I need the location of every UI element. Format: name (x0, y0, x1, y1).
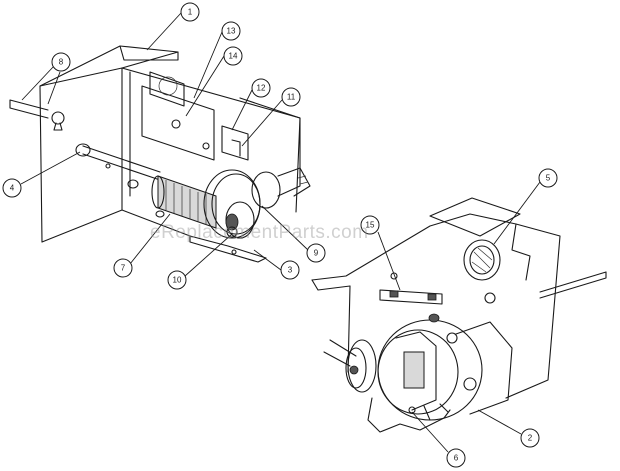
callout-label: 12 (257, 84, 266, 93)
motor-plate-assembly (311, 197, 607, 433)
callout-5: 5 (493, 168, 558, 245)
callout-label: 5 (546, 174, 551, 183)
callout-label: 13 (227, 27, 236, 36)
callout-3: 3 (253, 249, 300, 280)
housing-assembly (9, 45, 311, 263)
callout-9: 9 (261, 205, 326, 263)
callout-8: 8 (21, 52, 71, 105)
callout-label: 9 (314, 249, 319, 258)
callout-label: 2 (528, 434, 533, 443)
callout-label: 15 (366, 221, 375, 230)
callout-12: 12 (231, 78, 271, 131)
callout-10: 10 (167, 233, 233, 290)
callout-6: 6 (411, 411, 466, 468)
callout-label: 14 (229, 52, 238, 61)
callout-14: 14 (185, 46, 243, 117)
callout-label: 7 (121, 264, 126, 273)
watermark-text: eReplacementParts.com (150, 222, 369, 243)
callout-4: 4 (2, 151, 81, 198)
callout-15: 15 (360, 215, 401, 291)
callout-11: 11 (241, 87, 301, 147)
callout-label: 11 (287, 93, 296, 102)
callout-label: 1 (188, 8, 193, 17)
callout-label: 8 (59, 58, 64, 67)
callouts: 1 13 14 12 11 8 (2, 2, 558, 468)
callout-label: 3 (288, 266, 293, 275)
callout-7: 7 (113, 213, 171, 278)
callout-label: 4 (10, 184, 15, 193)
callout-1: 1 (146, 2, 200, 51)
callout-label: 6 (454, 454, 459, 463)
callout-2: 2 (477, 409, 540, 448)
callout-13: 13 (193, 21, 241, 99)
callout-label: 10 (173, 276, 182, 285)
